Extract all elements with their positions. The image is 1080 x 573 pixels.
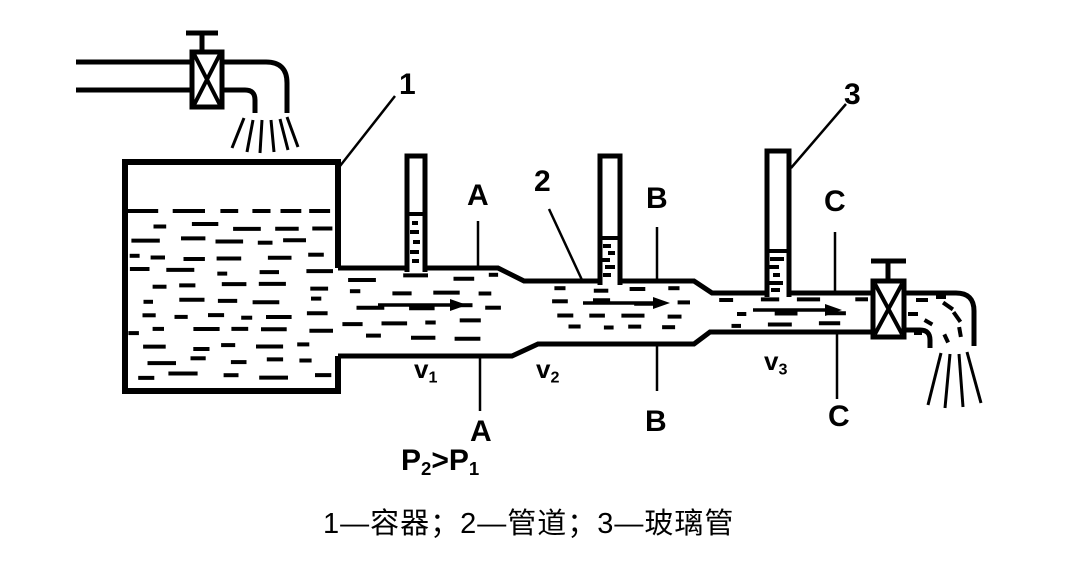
leader-line-2 [547,208,584,281]
v1-base: v [414,354,429,384]
section-label-b-bottom: B [645,405,667,438]
velocity-label-v1: v1 [414,356,437,386]
outlet-faucet-elbow [904,290,977,348]
pressure-left-base: P [401,444,422,477]
flow-arrow-1 [378,299,467,311]
leader-line-1 [339,95,396,167]
v1-subscript: 1 [428,368,438,387]
pressure-relation-label: P2>P1 [401,446,479,479]
section-label-a-top: A [467,179,489,212]
v2-subscript: 2 [550,368,560,387]
section-label-c-bottom: C [828,400,850,433]
part-label-3: 3 [844,78,861,111]
inlet-valve-icon [186,30,225,110]
inlet-water-spray-icon [230,116,300,154]
piezometer-tube-1 [404,153,428,272]
greater-than-sign: > [431,444,449,477]
inlet-faucet-elbow [222,59,290,113]
velocity-label-v3: v3 [764,348,787,378]
liquid-dashes [127,209,868,380]
section-lines [476,221,839,411]
piezometer-tube-2 [597,153,623,285]
outlet-water-spray-icon [926,351,983,409]
v3-base: v [764,346,779,376]
inlet-supply-pipe [76,59,192,93]
pressure-left-subscript: 2 [421,458,432,480]
tank-outline [122,159,341,394]
outlet-elbow-dashes [908,295,963,344]
flow-arrow-2 [583,297,670,309]
outlet-valve-icon [870,258,907,340]
velocity-label-v2: v2 [536,356,559,386]
piezometer-tube-3 [764,148,792,297]
section-label-c-top: C [824,185,846,218]
tube-2-liquid-dashes [602,244,615,277]
flow-arrow-3 [753,304,842,316]
tube-3-liquid-dashes [769,257,784,292]
tube-1-liquid-dashes [410,221,420,263]
leader-line-3 [790,103,847,169]
v2-base: v [536,354,551,384]
section-label-b-top: B [646,182,668,215]
part-label-1: 1 [399,68,416,101]
pressure-right-base: P [448,444,469,477]
v3-subscript: 3 [778,360,788,379]
part-label-2: 2 [534,165,551,198]
pressure-right-subscript: 1 [468,458,480,480]
leader-lines [339,95,847,281]
section-label-a-bottom: A [470,415,492,448]
figure-caption: 1—容器；2—管道；3—玻璃管 [323,508,735,540]
